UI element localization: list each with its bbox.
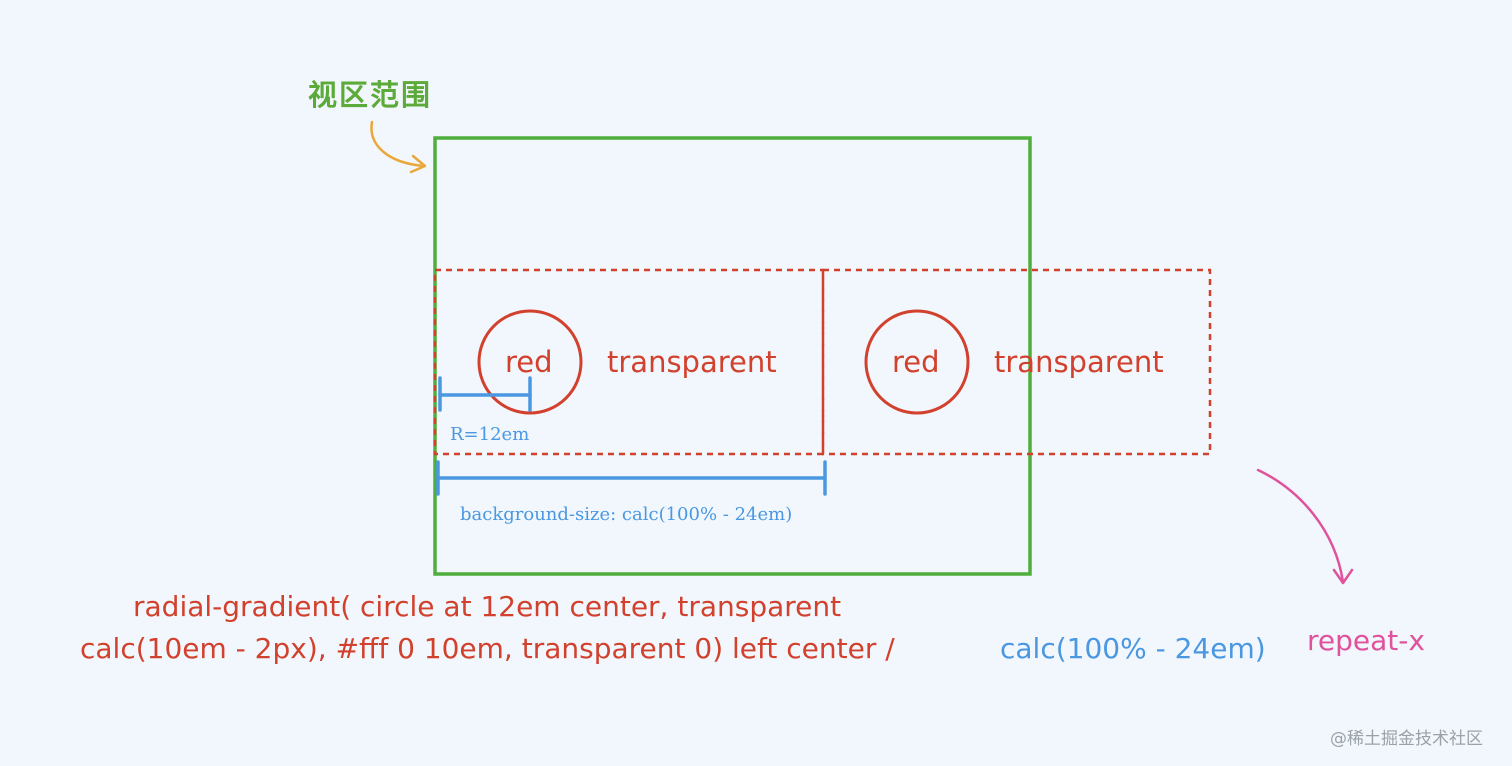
- tile-1-fill-label: transparent: [607, 345, 777, 379]
- radius-measure: [438, 376, 532, 412]
- tile-1-circle-label: red: [505, 345, 553, 379]
- formula-repeat-part: repeat-x: [1307, 624, 1425, 657]
- repeat-arrow-icon: [1256, 468, 1354, 585]
- formula-line-1: radial-gradient( circle at 12em center, …: [133, 590, 842, 623]
- size-label: background-size: calc(100% - 24em): [460, 504, 793, 525]
- viewport-label: 视区范围: [308, 78, 433, 112]
- tile-circle-2: [864, 309, 970, 415]
- tile-circle-1: [477, 309, 583, 415]
- tile-box-2: [821, 268, 1212, 456]
- size-measure: [436, 460, 827, 496]
- tile-2-circle-label: red: [892, 345, 940, 379]
- viewport-arrow-icon: [370, 120, 427, 174]
- radius-label: R=12em: [450, 424, 530, 445]
- tile-2-fill-label: transparent: [994, 345, 1164, 379]
- formula-line-2: calc(10em - 2px), #fff 0 10em, transpare…: [80, 632, 895, 665]
- formula-size-part: calc(100% - 24em): [1000, 632, 1266, 665]
- watermark: @稀土掘金技术社区: [1330, 729, 1483, 749]
